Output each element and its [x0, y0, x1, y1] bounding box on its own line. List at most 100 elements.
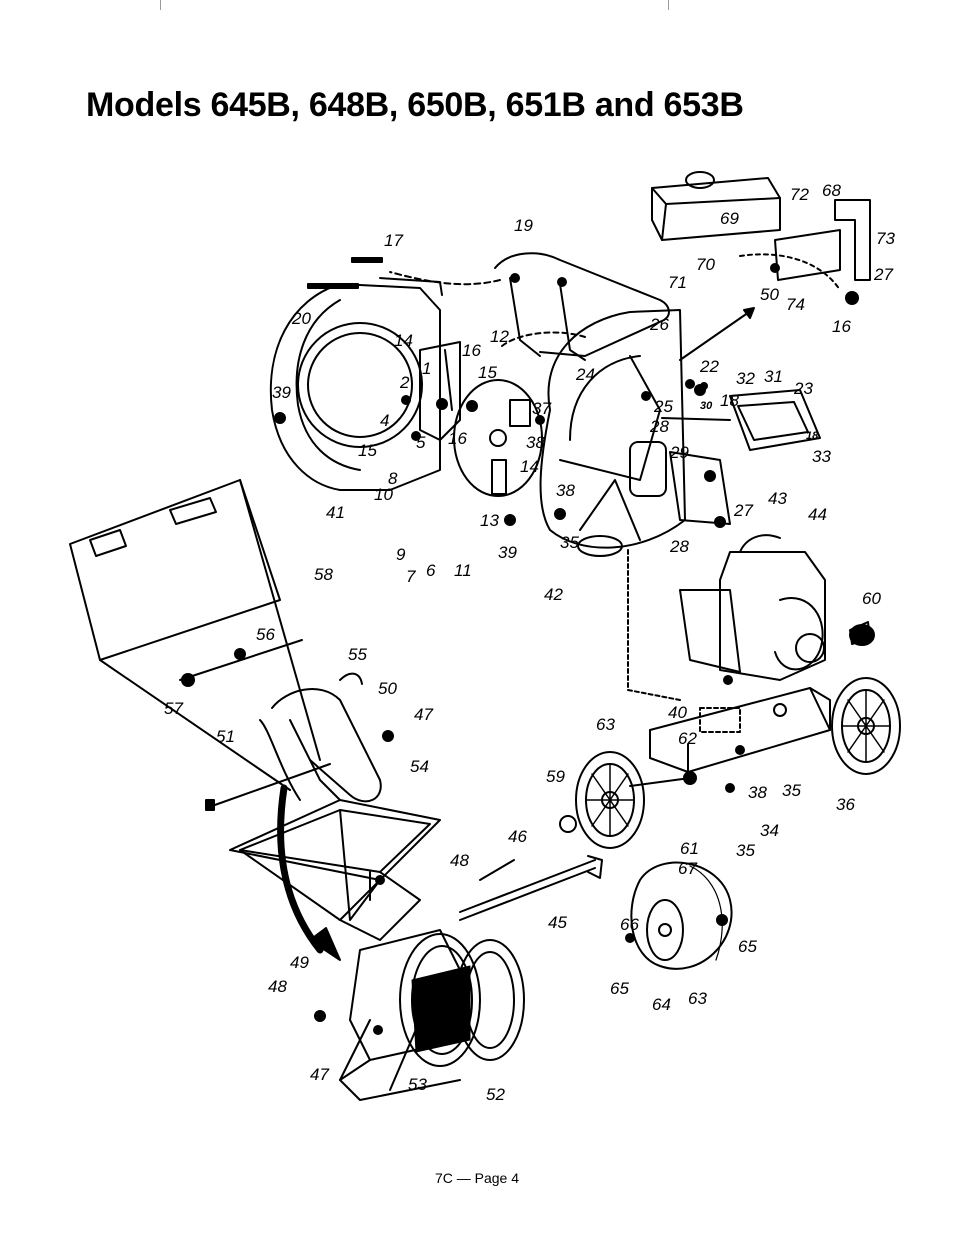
callout-part-number: 15 — [358, 441, 377, 460]
callout-part-number: 13 — [480, 511, 499, 530]
callout-part-number: 44 — [808, 505, 827, 524]
callout-part-number: 32 — [736, 369, 755, 388]
callout-part-number: 62 — [678, 729, 697, 748]
callout-part-number: 38 — [526, 433, 545, 452]
callout-part-number: 65 — [738, 937, 757, 956]
callout-part-number: 35 — [782, 781, 801, 800]
callout-part-number: 54 — [410, 757, 429, 776]
callout-part-number: 9 — [396, 545, 406, 564]
callout-part-number: 33 — [812, 447, 831, 466]
callout-part-number: 47 — [414, 705, 433, 724]
callout-part-number: 53 — [408, 1075, 427, 1094]
callout-part-number: 22 — [700, 357, 719, 376]
callout-part-number: 60 — [862, 589, 881, 608]
callout-part-number: 31 — [764, 367, 783, 386]
callout-part-number: 65 — [610, 979, 629, 998]
page-footer: 7C — Page 4 — [434, 1170, 520, 1186]
callout-part-number: 56 — [256, 625, 275, 644]
callout-part-number: 37 — [532, 399, 551, 418]
callout-part-number: 41 — [326, 503, 345, 522]
callout-part-number: 1 — [422, 359, 432, 378]
callout-part-number: 52 — [486, 1085, 505, 1104]
callout-part-number: 28 — [650, 417, 669, 436]
callout-part-number: 64 — [652, 995, 671, 1014]
callout-part-number: 70 — [696, 255, 715, 274]
callout-part-number: 38 — [748, 783, 767, 802]
crop-mark — [668, 0, 669, 10]
callout-part-number: 40 — [668, 703, 687, 722]
callout-part-number: 71 — [668, 273, 687, 292]
callout-part-number: 36 — [836, 795, 855, 814]
callout-part-number: 50 — [378, 679, 397, 698]
callout-part-number: 30 — [700, 400, 713, 412]
callout-part-number: 38 — [556, 481, 575, 500]
side-guard-drawing — [661, 389, 821, 525]
tank-bracket-drawing — [739, 199, 871, 305]
callout-part-number: 66 — [620, 915, 639, 934]
exploded-parts-diagram — [69, 171, 901, 1101]
page-title: Models 645B, 648B, 650B, 651B and 653B — [86, 86, 744, 124]
callout-part-number: 23 — [794, 379, 813, 398]
callout-part-number: 26 — [650, 315, 669, 334]
callout-part-number: 20 — [292, 309, 311, 328]
callout-part-number: 63 — [596, 715, 615, 734]
bolt-long-drawing — [205, 763, 331, 811]
callout-part-number: 67 — [678, 859, 697, 878]
callout-part-number: 16 — [462, 341, 481, 360]
callout-part-number: 15 — [478, 363, 497, 382]
callout-part-number: 55 — [348, 645, 367, 664]
callout-part-number: 48 — [268, 977, 287, 996]
callout-part-number: 25 — [654, 397, 673, 416]
callout-part-number: 8 — [388, 469, 398, 488]
callout-part-number: 48 — [450, 851, 469, 870]
callout-part-number: 47 — [310, 1065, 329, 1084]
wheel-front-drawing — [559, 751, 697, 849]
callout-part-number: 50 — [760, 285, 779, 304]
rotor-plate-drawing — [419, 341, 543, 497]
callout-part-number: 34 — [760, 821, 779, 840]
fasteners-drawing — [274, 257, 745, 1035]
axle-drawing — [459, 855, 603, 921]
engine-deck-drawing — [649, 687, 831, 773]
callout-part-number: 45 — [548, 913, 567, 932]
deflector-drawing — [259, 672, 382, 803]
callout-part-number: 46 — [508, 827, 527, 846]
callout-part-number: 12 — [490, 327, 509, 346]
callout-part-number: 29 — [670, 443, 689, 462]
callout-part-number: 74 — [786, 295, 805, 314]
callout-part-number: 61 — [680, 839, 699, 858]
callout-part-number: 4 — [380, 411, 390, 430]
callout-part-number: 7 — [406, 567, 416, 586]
callout-part-number: 24 — [576, 365, 595, 384]
callout-part-number: 27 — [874, 265, 893, 284]
callout-part-number: 17 — [384, 231, 403, 250]
callout-part-number: 49 — [290, 953, 309, 972]
housing-left-drawing — [269, 277, 443, 491]
crop-mark — [160, 0, 161, 10]
callout-part-number: 28 — [670, 537, 689, 556]
callout-part-number: 51 — [216, 727, 235, 746]
callout-part-number: 18 — [720, 391, 739, 410]
callout-part-number: 19 — [514, 216, 533, 235]
callout-part-number: 68 — [822, 181, 841, 200]
callout-part-number: 63 — [688, 989, 707, 1008]
callout-part-number: 16 — [448, 429, 467, 448]
discharge-chute-drawing — [389, 252, 670, 361]
curved-arrow-drawing — [277, 784, 341, 961]
callout-part-number: 10 — [374, 485, 393, 504]
feed-chute-arm-drawing — [69, 479, 321, 791]
callout-part-number: 73 — [876, 229, 895, 248]
callout-part-number: 6 — [426, 561, 436, 580]
feed-throat-drawing — [339, 929, 525, 1101]
callout-part-number: 35 — [736, 841, 755, 860]
callout-part-number: 18 — [806, 430, 819, 442]
callout-part-number: 69 — [720, 209, 739, 228]
callout-part-number: 57 — [164, 699, 183, 718]
hopper-drawing — [229, 799, 441, 941]
assembly-arrow-drawing — [679, 307, 755, 361]
callout-part-number: 39 — [498, 543, 517, 562]
callout-part-number: 43 — [768, 489, 787, 508]
callout-part-number: 58 — [314, 565, 333, 584]
callout-part-number: 16 — [832, 317, 851, 336]
